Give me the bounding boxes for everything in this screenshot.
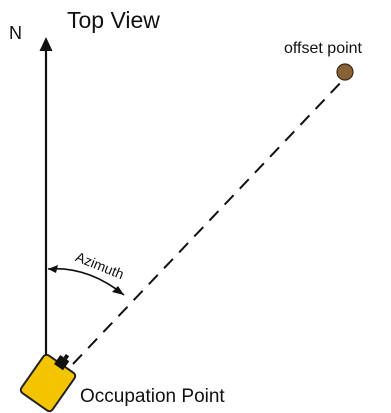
north-label: N — [9, 23, 22, 43]
offset-point-label: offset point — [284, 40, 362, 57]
azimuth-label: Azimuth — [73, 248, 126, 282]
instrument-icon — [19, 353, 77, 413]
arrow-right-icon — [112, 286, 124, 295]
arrow-up-icon — [39, 37, 53, 51]
occupation-point-label: Occupation Point — [80, 386, 225, 407]
title: Top View — [67, 7, 160, 33]
arrow-left-icon — [48, 265, 58, 273]
dashed-line — [72, 77, 346, 365]
circle-icon — [336, 63, 354, 81]
